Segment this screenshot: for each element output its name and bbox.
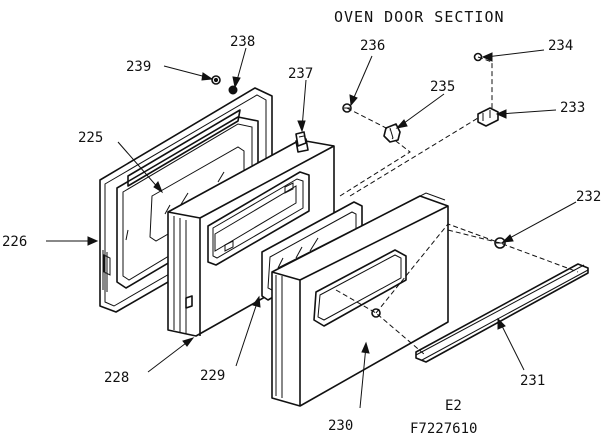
callout-labels: 239 238 237 236 235 234 233 232 225 226 … <box>2 34 601 434</box>
diagram-title: OVEN DOOR SECTION <box>334 8 505 26</box>
callout-239: 239 <box>126 59 151 75</box>
leader-lines <box>46 47 577 409</box>
model-code: E2 <box>445 398 462 414</box>
callout-234: 234 <box>548 38 573 54</box>
door-handle-231 <box>415 263 589 363</box>
callout-231: 231 <box>520 373 545 389</box>
callout-235: 235 <box>430 79 455 95</box>
callout-230: 230 <box>328 418 353 434</box>
callout-226: 226 <box>2 234 27 250</box>
callout-236: 236 <box>360 38 385 54</box>
screw-238 <box>228 85 238 95</box>
callout-233: 233 <box>560 100 585 116</box>
callout-225: 225 <box>78 130 103 146</box>
callout-232: 232 <box>576 189 601 205</box>
callout-237: 237 <box>288 66 313 82</box>
assembly-lines <box>335 56 579 355</box>
hinge-bracket-237 <box>295 131 307 147</box>
callout-228: 228 <box>104 370 129 386</box>
hinge-block-233 <box>477 107 499 127</box>
callout-238: 238 <box>230 34 255 50</box>
outer-door-panel-230 <box>271 192 449 407</box>
callout-229: 229 <box>200 368 225 384</box>
part-number: F7227610 <box>410 421 477 437</box>
screw-239 <box>211 75 221 85</box>
